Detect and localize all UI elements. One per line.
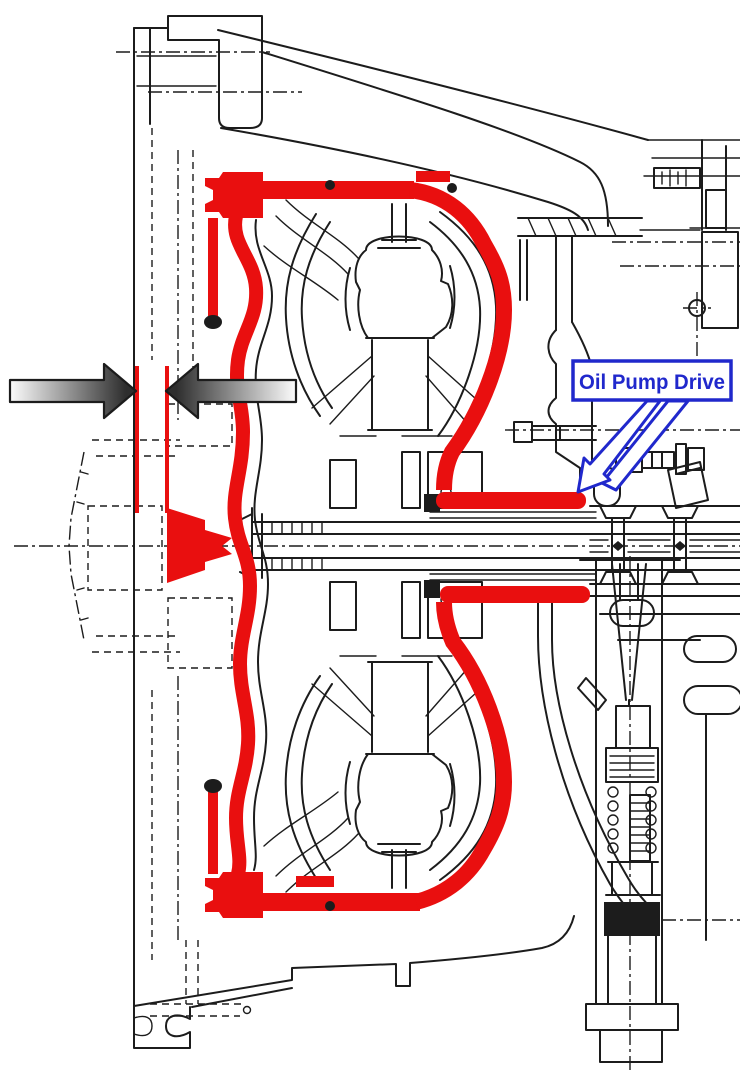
pilot-hub (167, 508, 232, 583)
case-right-details (662, 635, 740, 941)
bearing-hub-hardware (329, 451, 483, 639)
oil-pump-drive-hub-upper (436, 492, 586, 509)
shell-upper-arc (408, 182, 513, 491)
regulator-valve-assembly (577, 556, 681, 1072)
pan-foot (133, 1005, 191, 1049)
crankshaft-hidden-outline (68, 403, 252, 1017)
gap-arrow-left-icon (8, 362, 138, 420)
converter-cover-inner-line (253, 219, 273, 871)
turbine-hub-dome (354, 235, 454, 339)
torque-converter-shell-highlight (167, 171, 590, 918)
bolt-head (653, 167, 701, 189)
gap-arrow-right-icon (164, 362, 298, 420)
callout-box (571, 359, 733, 402)
oil-pump-drive-callout: Oil Pump Drive (571, 359, 733, 494)
shell-front-band (227, 214, 264, 876)
gap-measurement-arrows (8, 362, 298, 420)
shell-lower-arc (413, 601, 513, 910)
callout-arrow-icon (576, 399, 662, 494)
drive-lug-top (205, 172, 263, 218)
oil-pump-drive-hub-lower (440, 586, 590, 603)
upper-torus-section (263, 187, 498, 447)
callout-label: Oil Pump Drive (579, 371, 725, 394)
drive-lug-bottom (205, 872, 263, 918)
lower-torus-section (263, 645, 498, 905)
shell-flange-bars (262, 181, 420, 911)
